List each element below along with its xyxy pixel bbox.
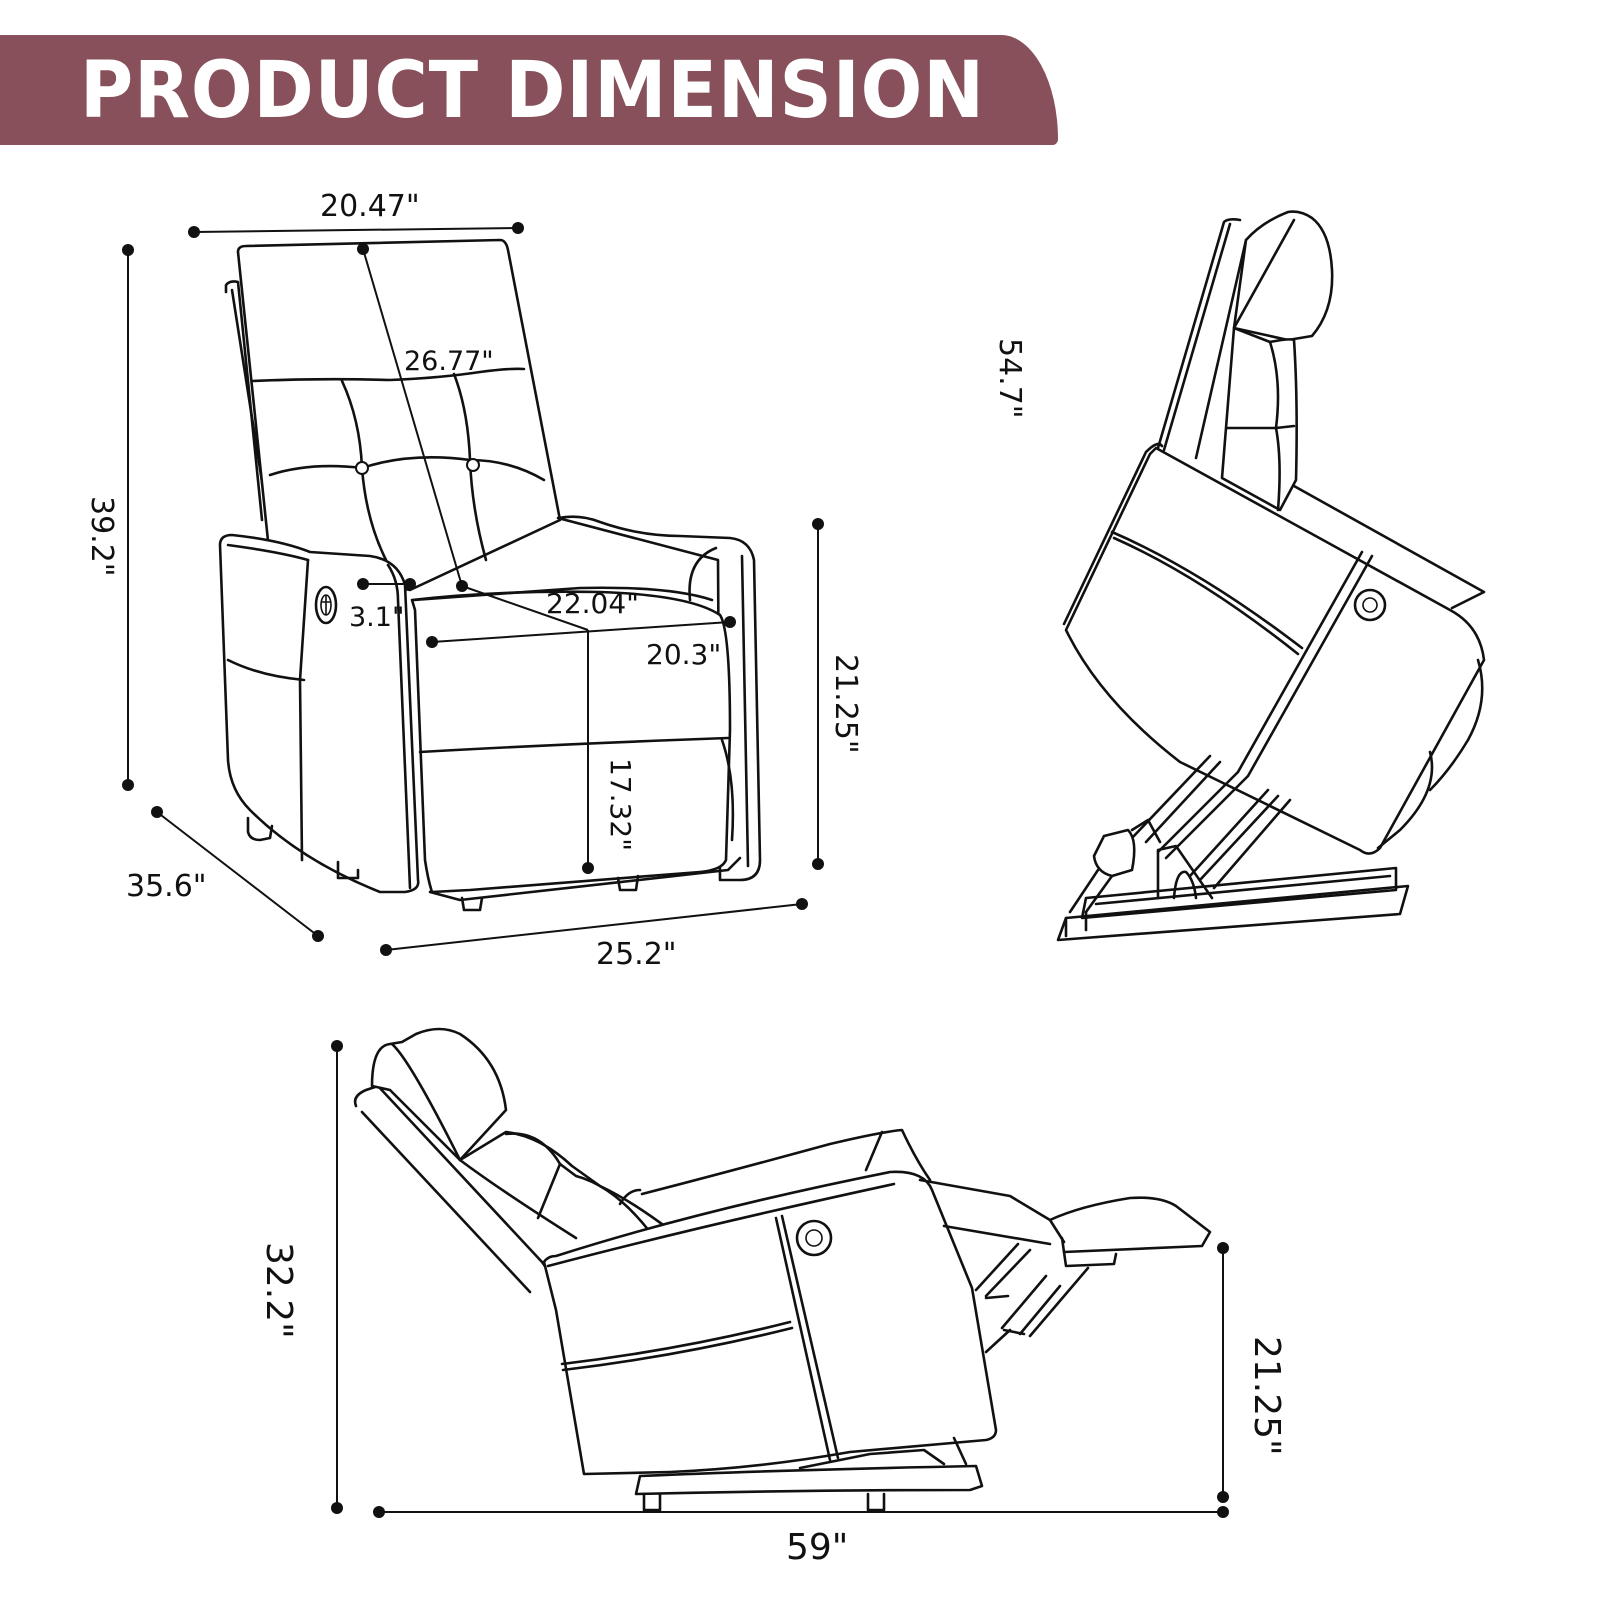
label-overall-height: 39.2" bbox=[84, 496, 119, 577]
recline-view-dimensions bbox=[331, 1040, 1229, 1518]
label-overall-depth: 35.6" bbox=[126, 869, 207, 904]
label-backrest-width: 20.47" bbox=[320, 189, 420, 224]
label-seat-width: 20.3" bbox=[646, 638, 722, 671]
front-view-dimensions bbox=[122, 222, 824, 956]
page-title: PRODUCT DIMENSION bbox=[80, 46, 985, 136]
label-backrest-height: 26.77" bbox=[404, 346, 494, 377]
label-armrest-width: 3.1" bbox=[349, 602, 405, 633]
label-overall-width: 25.2" bbox=[596, 937, 677, 972]
label-lift-height: 54.7" bbox=[992, 338, 1027, 419]
label-footrest-height: 21.25" bbox=[1246, 1336, 1287, 1456]
front-view-chair bbox=[218, 238, 762, 912]
label-reclined-height: 32.2" bbox=[258, 1242, 299, 1339]
label-seat-height: 21.25" bbox=[828, 654, 863, 754]
recline-view-chair bbox=[353, 1027, 1212, 1512]
label-seat-to-floor: 17.32" bbox=[604, 758, 637, 852]
label-reclined-length: 59" bbox=[786, 1527, 849, 1568]
label-seat-depth: 22.04" bbox=[546, 587, 640, 620]
lift-view-chair bbox=[331, 210, 1486, 1518]
title-banner bbox=[0, 35, 1058, 145]
